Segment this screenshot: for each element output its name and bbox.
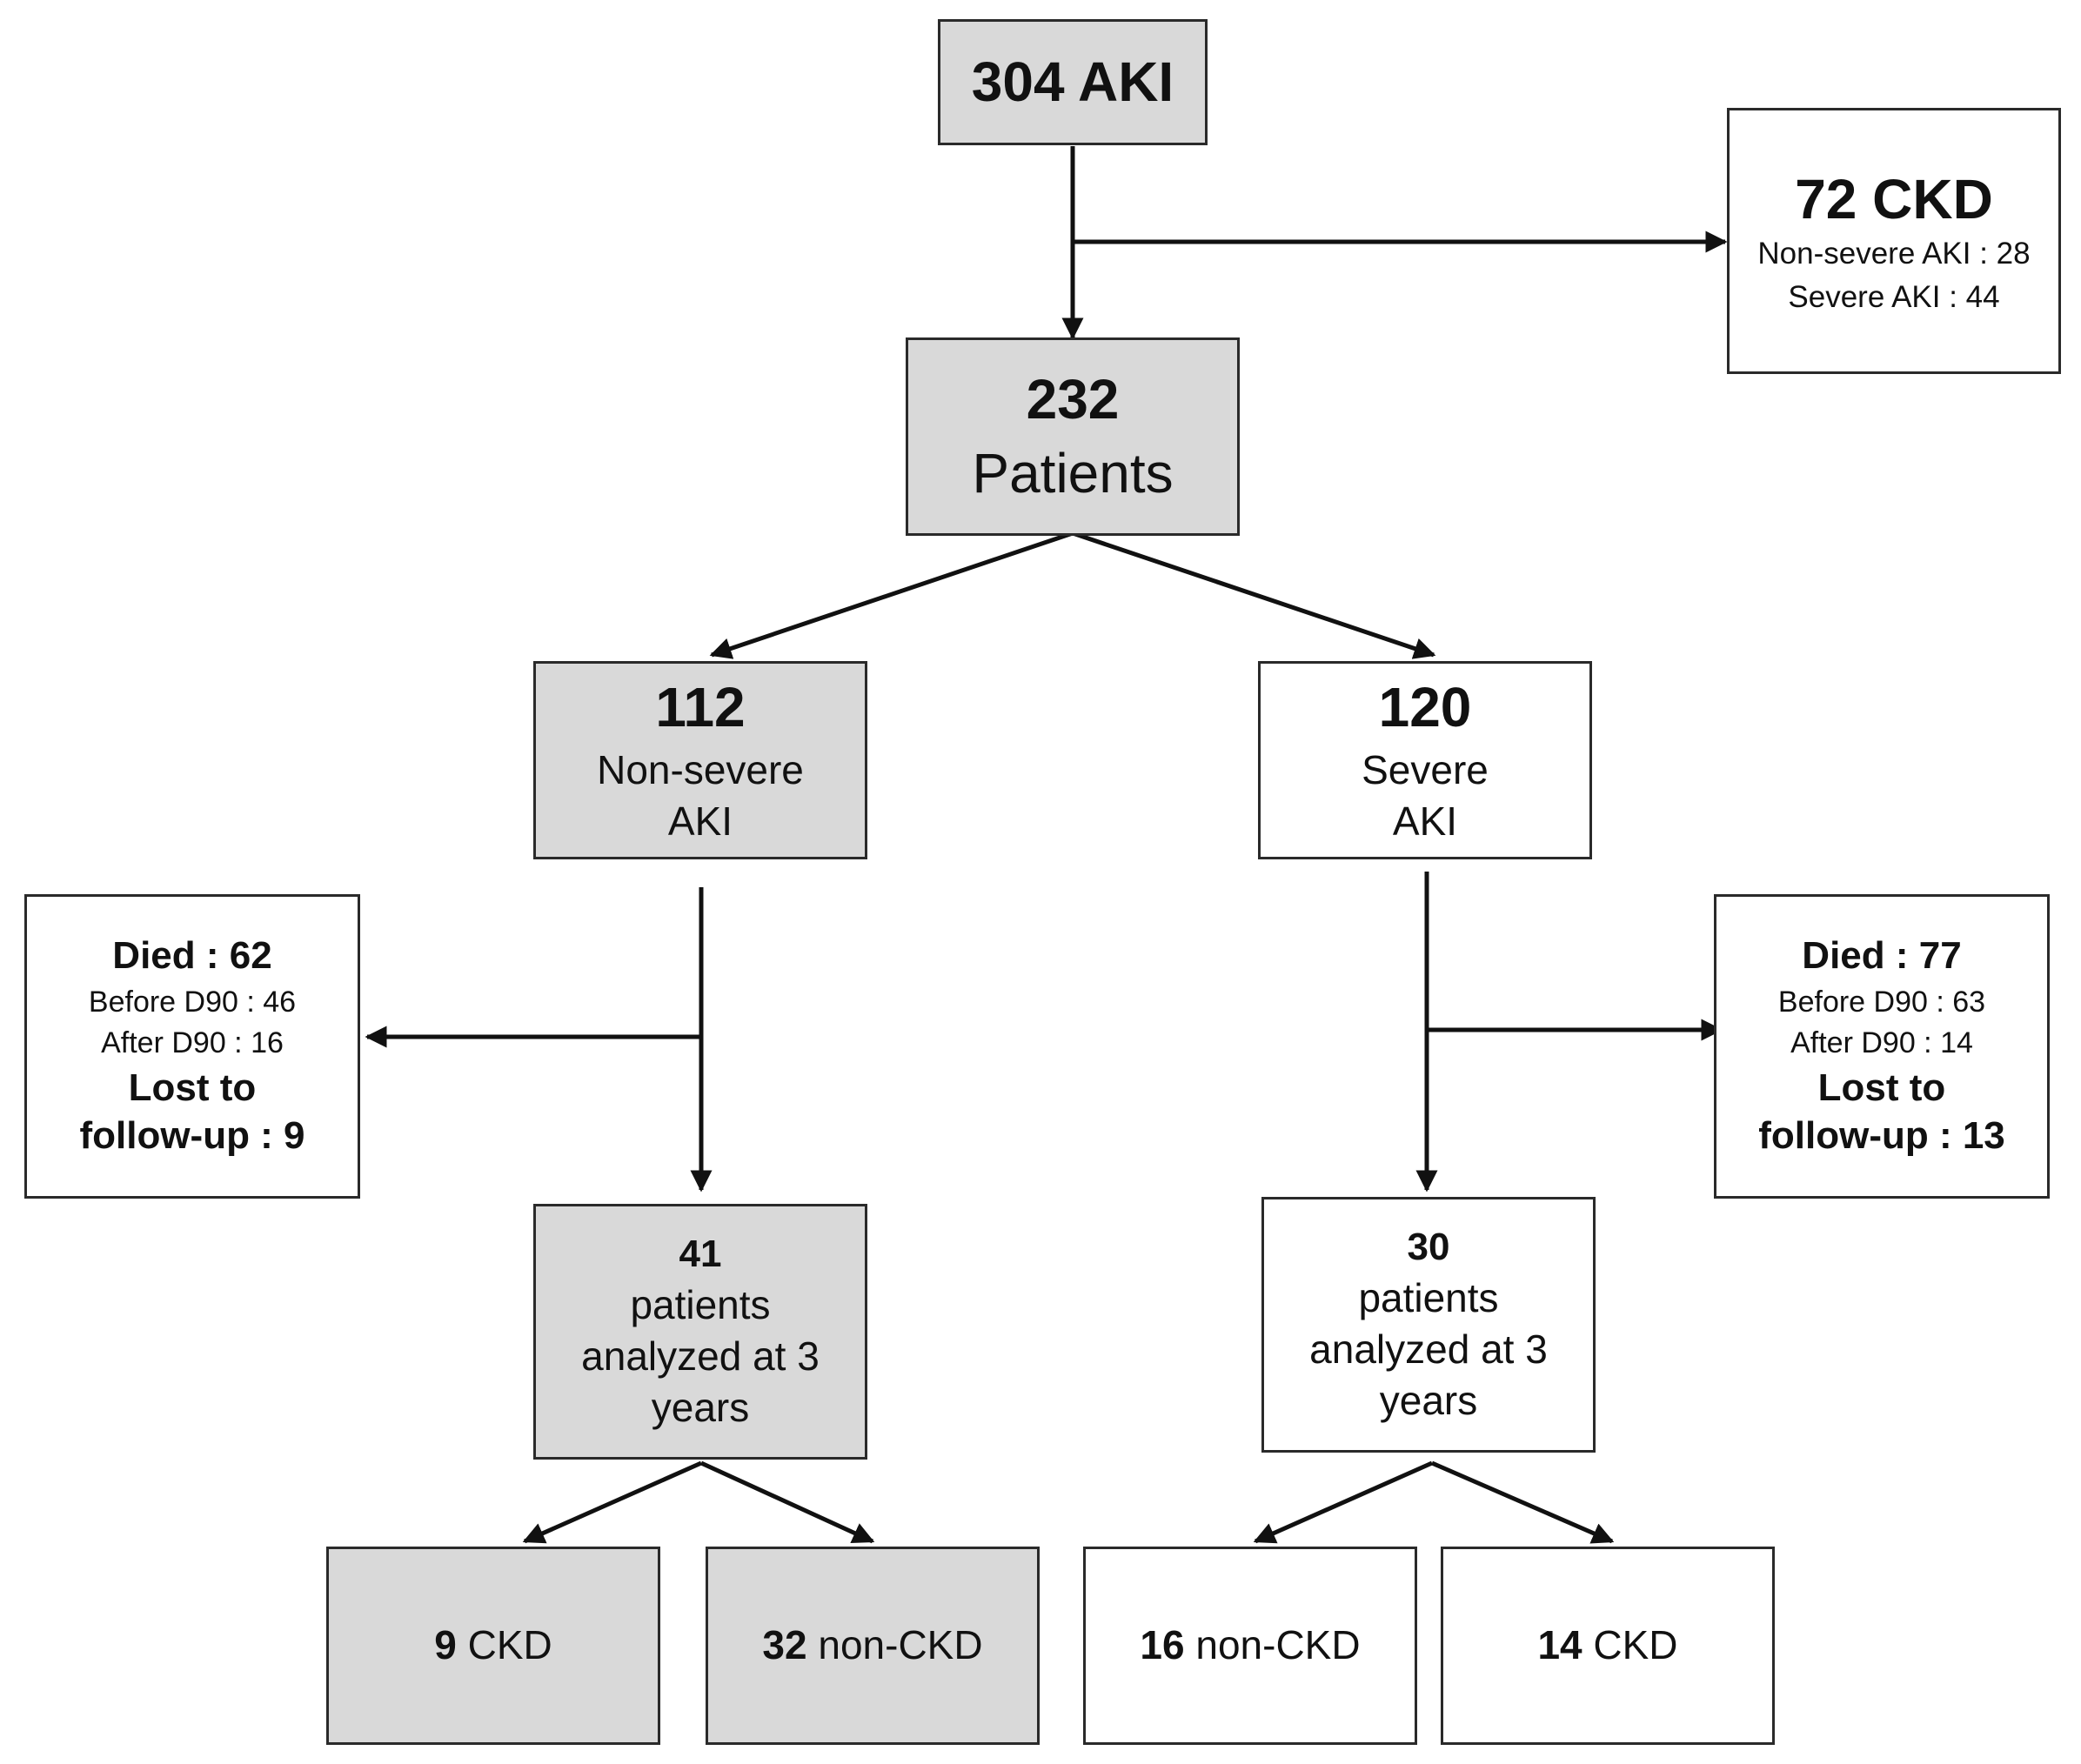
analyzed-left-line-2: analyzed at 3 xyxy=(581,1333,820,1379)
nonsevere-box: 112 Non-severe AKI xyxy=(533,661,867,859)
arrow-to-right-non xyxy=(1253,1460,1434,1544)
outcome-left-ckd-text: 9 CKD xyxy=(434,1622,552,1668)
died-left-lost-1: Lost to xyxy=(128,1066,257,1110)
ckd-excluded-severe: Severe AKI : 44 xyxy=(1788,280,2000,315)
analyzed-left-number: 41 xyxy=(679,1232,722,1275)
outcome-count: 32 xyxy=(762,1622,807,1668)
died-right-lost-2: follow-up : 13 xyxy=(1758,1114,2005,1158)
arrow-to-left-ckd xyxy=(522,1460,703,1544)
outcome-count: 9 xyxy=(434,1622,457,1668)
arrow-to-left-non xyxy=(699,1460,875,1544)
analyzed-left-box: 41 patients analyzed at 3 years xyxy=(533,1204,867,1460)
arrow-patients-to-nonsevere xyxy=(709,531,1074,659)
outcome-left-ckd-label: 9 CKD xyxy=(434,1621,552,1669)
outcome-count: 14 xyxy=(1537,1622,1582,1668)
analyzed-right-line-1: patients xyxy=(1358,1274,1499,1320)
ckd-excluded-title: 72 CKD xyxy=(1795,167,1993,231)
died-left-before: Before D90 : 46 xyxy=(88,985,297,1019)
analyzed-right-number: 30 xyxy=(1407,1225,1450,1268)
aki-number: 304 xyxy=(971,50,1065,114)
outcome-left-non-text: 32 non-CKD xyxy=(762,1622,983,1668)
analyzed-right-line-2: analyzed at 3 xyxy=(1309,1326,1548,1372)
died-right-after: After D90 : 14 xyxy=(1790,1026,1973,1059)
died-right-total: Died : 77 xyxy=(1802,934,1962,977)
patients-box: 232 Patients xyxy=(906,337,1240,536)
died-right-lost-1: Lost to xyxy=(1817,1066,1946,1110)
analyzed-left-line-1: patients xyxy=(630,1281,771,1327)
died-left-box: Died : 62 Before D90 : 46 After D90 : 16… xyxy=(24,894,360,1199)
outcome-right-non-text: 16 non-CKD xyxy=(1140,1622,1361,1668)
analyzed-left-line-3: years xyxy=(651,1384,750,1430)
outcome-count: 16 xyxy=(1140,1622,1185,1668)
severe-number: 120 xyxy=(1378,676,1472,739)
aki-title: 304 AKI xyxy=(972,49,1174,116)
died-right-box: Died : 77 Before D90 : 63 After D90 : 14… xyxy=(1714,894,2050,1199)
died-left-total: Died : 62 xyxy=(112,934,272,977)
outcome-left-non-label: 32 non-CKD xyxy=(762,1621,982,1669)
died-right-before: Before D90 : 63 xyxy=(1777,985,1986,1019)
severe-label-2: AKI xyxy=(1392,798,1458,845)
aki-box: 304 AKI xyxy=(938,19,1208,145)
nonsevere-label-2: AKI xyxy=(667,798,733,845)
ckd-excluded-nonsevere: Non-severe AKI : 28 xyxy=(1757,237,2031,271)
analyzed-right-line-3: years xyxy=(1379,1377,1478,1423)
outcome-left-ckd-box: 9 CKD xyxy=(326,1547,660,1745)
died-left-lost-2: follow-up : 9 xyxy=(79,1114,305,1158)
arrow-to-right-ckd xyxy=(1431,1460,1615,1544)
ckd-excluded-box: 72 CKD Non-severe AKI : 28 Severe AKI : … xyxy=(1727,108,2061,374)
outcome-left-non-box: 32 non-CKD xyxy=(706,1547,1040,1745)
outcome-right-ckd-text: 14 CKD xyxy=(1537,1622,1678,1668)
nonsevere-label-1: Non-severe xyxy=(597,747,804,793)
analyzed-right-box: 30 patients analyzed at 3 years xyxy=(1261,1197,1596,1453)
aki-label: AKI xyxy=(1077,50,1174,114)
arrow-patients-to-severe xyxy=(1072,531,1436,659)
nonsevere-number: 112 xyxy=(655,676,746,739)
severe-box: 120 Severe AKI xyxy=(1258,661,1592,859)
died-left-after: After D90 : 16 xyxy=(101,1026,284,1059)
outcome-right-non-label: 16 non-CKD xyxy=(1140,1621,1360,1669)
patients-label: Patients xyxy=(972,442,1174,504)
outcome-right-ckd-box: 14 CKD xyxy=(1441,1547,1775,1745)
outcome-right-non-box: 16 non-CKD xyxy=(1083,1547,1417,1745)
patients-number: 232 xyxy=(1026,368,1120,431)
outcome-right-ckd-label: 14 CKD xyxy=(1537,1621,1677,1669)
severe-label-1: Severe xyxy=(1362,747,1489,793)
